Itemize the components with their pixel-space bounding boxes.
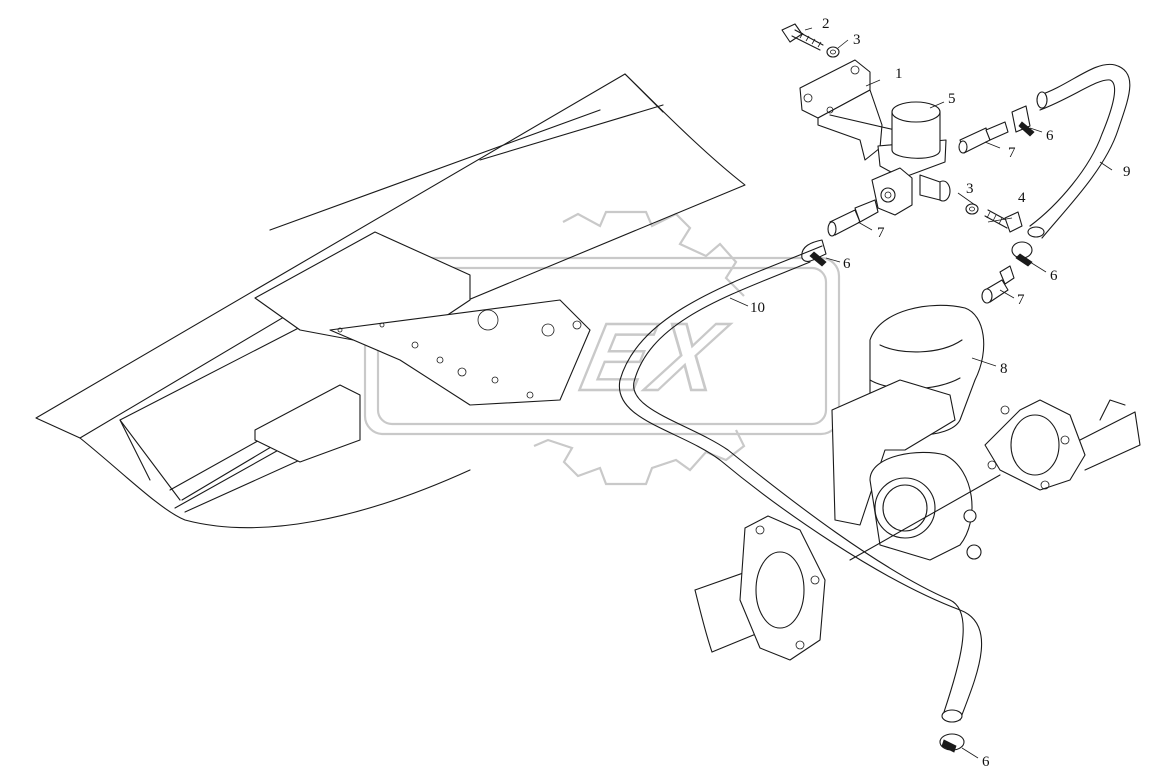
solenoid-valve-5 [871, 101, 951, 216]
axle-left [694, 474, 1001, 661]
hose-clamp-6-left [801, 239, 827, 267]
callout-4: 4 [1018, 190, 1026, 206]
callout-6-bottom: 6 [982, 754, 990, 770]
washer-3-top [826, 46, 840, 58]
solenoid-body [891, 111, 941, 159]
mounting-bracket-lower [254, 384, 361, 463]
frame-inner-rail [79, 259, 416, 509]
washer-3-lower [965, 203, 979, 215]
frame-panel [35, 73, 746, 529]
hose-fitting-7-upper [958, 121, 1009, 154]
bolt-4 [984, 209, 1023, 233]
callout-6-left: 6 [843, 256, 851, 272]
callout-labels: 2 3 1 5 6 7 9 3 4 7 6 6 7 10 8 6 [750, 16, 1131, 770]
callout-3-top: 3 [853, 32, 861, 48]
callout-1: 1 [895, 66, 903, 82]
callout-7-left: 7 [877, 225, 885, 241]
tube-10 [618, 245, 983, 723]
callout-2: 2 [822, 16, 830, 32]
solenoid-bracket-assembly [781, 23, 896, 161]
frame-lower-web [119, 419, 301, 513]
callout-leaders [729, 27, 1113, 759]
callout-6-mid: 6 [1050, 268, 1058, 284]
callout-3-lower: 3 [966, 181, 974, 197]
perforated-strip [329, 299, 591, 406]
hose-clamp-6-upper [1011, 105, 1035, 137]
valve-port-fitting [919, 174, 951, 202]
hose-clamp-6-mid [1011, 241, 1033, 267]
air-tank-9 [831, 304, 985, 561]
hose-fitting-7-right [981, 265, 1015, 304]
callout-8: 9 [1123, 164, 1131, 180]
callout-7-right: 7 [1017, 292, 1025, 308]
callout-9: 8 [1000, 361, 1008, 377]
callout-7-upper: 7 [1008, 145, 1016, 161]
bracket-1 [799, 59, 896, 161]
flange-right [984, 399, 1086, 491]
axle-right [984, 399, 1141, 491]
hose-fitting-7-left [827, 199, 879, 237]
hose-clamp-6-bottom [939, 733, 965, 753]
tank-bracket [831, 379, 956, 526]
callout-6-upper: 6 [1046, 128, 1054, 144]
bolt-2 [781, 23, 824, 51]
callout-5: 5 [948, 91, 956, 107]
callout-10: 10 [750, 300, 765, 316]
watermark-frame-outer [363, 256, 841, 436]
strip-holes [337, 309, 582, 399]
frame-top-face [269, 73, 664, 231]
hose-8 [1027, 63, 1131, 239]
flange-left [739, 515, 826, 661]
